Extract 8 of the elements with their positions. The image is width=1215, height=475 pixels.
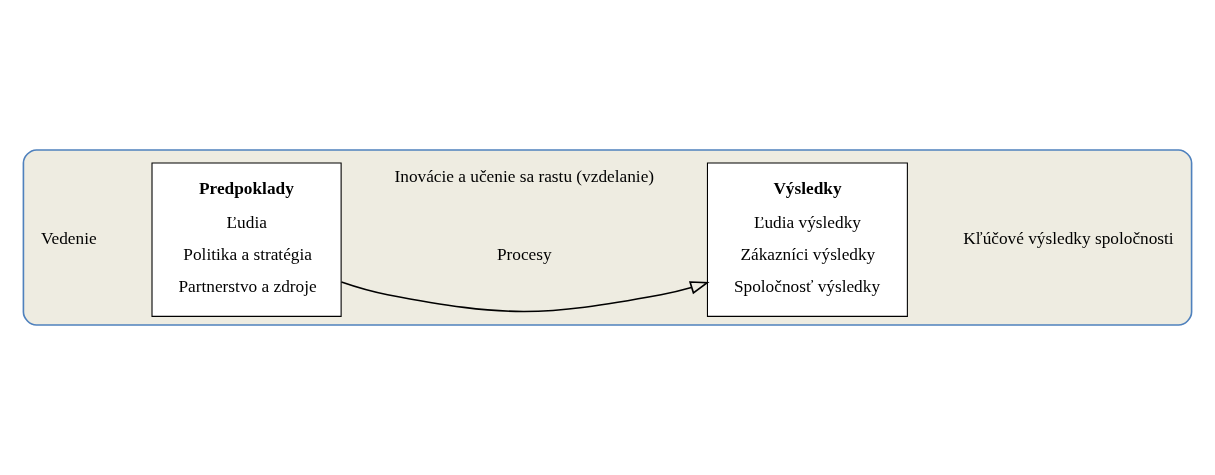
label: Vedenie bbox=[40, 228, 97, 248]
label: Procesy bbox=[496, 244, 552, 264]
node-box: Výsledky Ľudia výsledky Zákazníci výsledky Spoločnosť výsledky bbox=[706, 162, 908, 317]
arrow bbox=[340, 281, 710, 313]
label: Inovácie a učenie sa rastu (vzdelanie) bbox=[394, 167, 655, 187]
label: Kľúčové výsledky spoločnosti bbox=[963, 228, 1174, 248]
cluster bbox=[22, 149, 1193, 326]
node-box: Predpoklady Ľudia Politika a stratégia Partnerstvo a zdroje bbox=[151, 162, 342, 317]
